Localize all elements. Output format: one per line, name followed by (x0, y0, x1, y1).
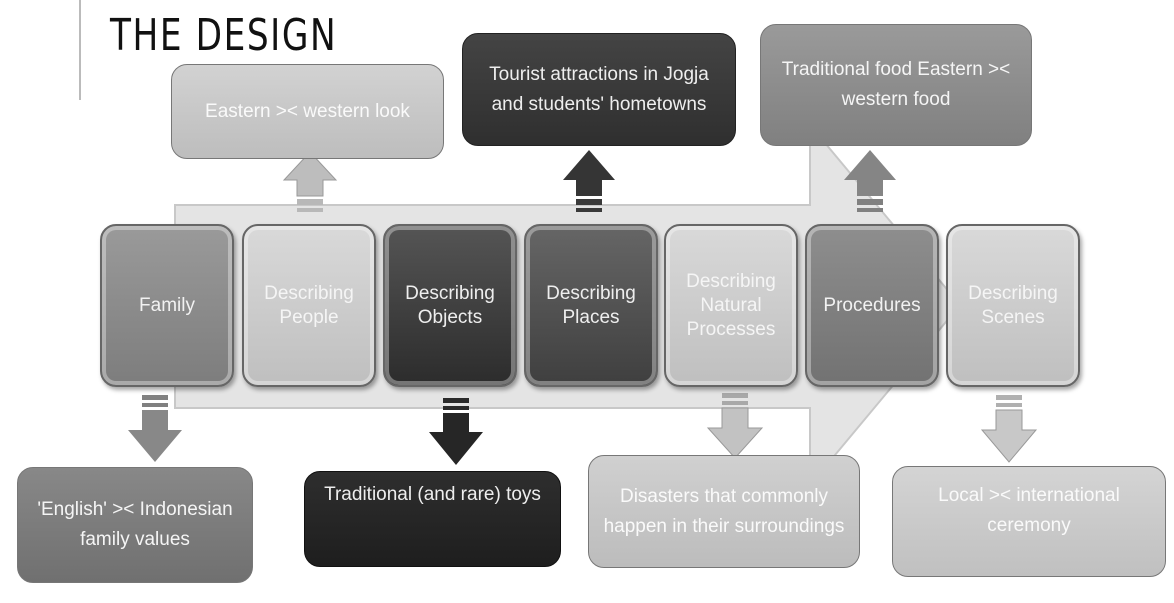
down-arrow-objects (429, 398, 483, 465)
page-title: THE DESIGN (110, 10, 338, 61)
note-family-values: 'English' >< Indonesian family values (17, 467, 253, 583)
note-scenes-ceremony: Local >< international ceremony (892, 466, 1166, 577)
stage-describing-people: Describing People (242, 224, 376, 387)
note-places-tourist-attractions: Tourist attractions in Jogja and student… (462, 33, 736, 146)
down-arrow-family (128, 395, 182, 462)
stage-describing-objects: Describing Objects (383, 224, 517, 387)
up-arrow-people (282, 151, 338, 212)
stage-describing-scenes: Describing Scenes (946, 224, 1080, 387)
note-procedures-traditional-food: Traditional food Eastern >< western food (760, 24, 1032, 146)
down-arrow-scenes (980, 395, 1038, 463)
note-people-eastern-western-look: Eastern >< western look (171, 64, 444, 159)
down-arrow-natural (706, 393, 764, 459)
title-divider (79, 0, 81, 100)
up-arrow-places (563, 150, 615, 212)
stage-describing-places: Describing Places (524, 224, 658, 387)
stage-family: Family (100, 224, 234, 387)
up-arrow-procedures (844, 150, 896, 212)
note-natural-disasters: Disasters that commonly happen in their … (588, 455, 860, 568)
stage-procedures: Procedures (805, 224, 939, 387)
stage-describing-natural-processes: Describing Natural Processes (664, 224, 798, 387)
note-objects-traditional-toys: Traditional (and rare) toys (304, 471, 561, 567)
